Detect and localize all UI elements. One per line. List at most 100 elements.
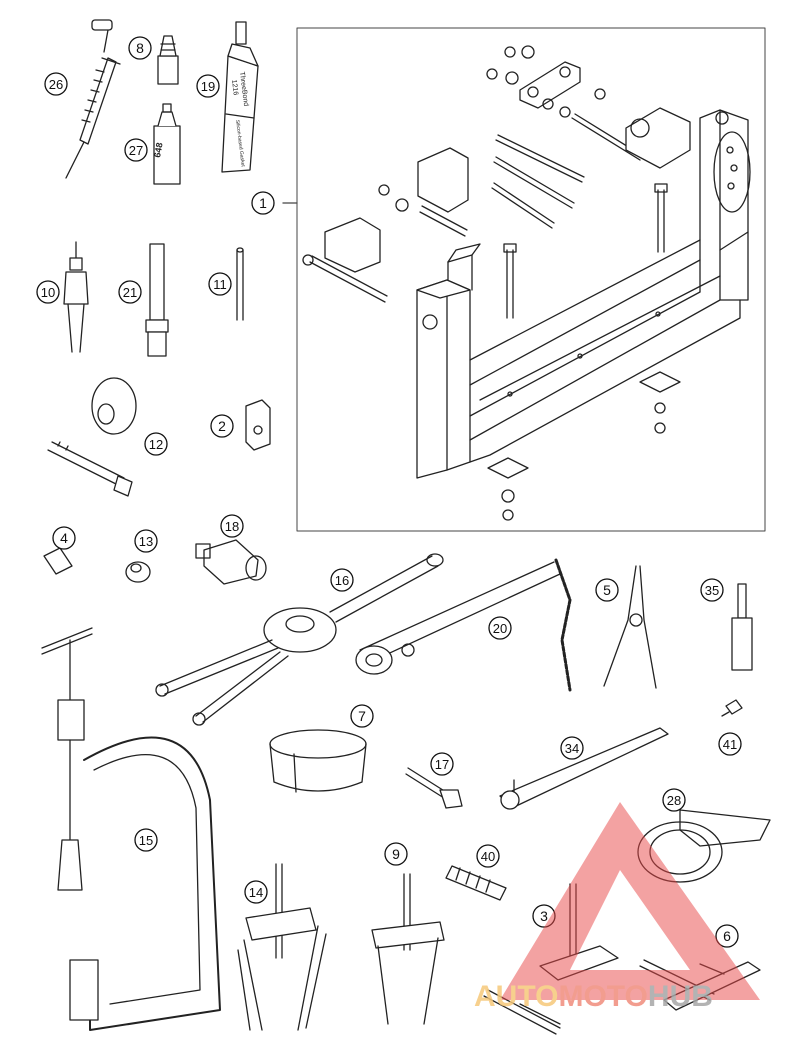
threebond-sealant-tube [221, 21, 259, 173]
callout-circle [251, 191, 275, 215]
callout-circle [384, 842, 408, 866]
callout-circle [134, 529, 158, 553]
callout-35: 35 [700, 578, 724, 602]
callout-number: 40 [481, 849, 495, 864]
nut-13 [125, 561, 151, 583]
callout-number: 18 [225, 519, 239, 534]
callout-circle [36, 280, 60, 304]
threebond-desc-text: Silicon-based Gasket [234, 120, 246, 168]
callout-number: 6 [723, 928, 731, 944]
callout-number: 4 [60, 530, 68, 546]
bearing-puller-14 [237, 863, 327, 1031]
callout-27: 27 [124, 138, 148, 162]
watermark-moto-text: MOTO [558, 980, 647, 1013]
part-callouts: 1234567891011121314151617181920212627283… [36, 36, 742, 948]
product-labels: ThreeBond 1216 Silicon-based Gasket 648 [152, 71, 249, 167]
screw-41 [721, 699, 743, 717]
watermark-hub-text: HUB [648, 980, 713, 1013]
punch-35 [731, 583, 753, 671]
threebond-brand-text: ThreeBond [238, 71, 249, 106]
callout-circle [700, 578, 724, 602]
callout-circle [560, 736, 584, 760]
puller-9 [371, 873, 445, 1025]
callout-19: 19 [196, 74, 220, 98]
callout-number: 12 [149, 437, 163, 452]
loctite-code-text: 648 [152, 142, 164, 159]
grease-syringe [65, 19, 121, 179]
puller-tool-10 [63, 241, 89, 353]
callout-11: 11 [208, 272, 232, 296]
callout-34: 34 [560, 736, 584, 760]
loctite-bottle [153, 103, 181, 185]
screwdriver-bit-17 [405, 767, 463, 809]
chain-wrench-20 [355, 558, 572, 692]
callout-28: 28 [662, 788, 686, 812]
callout-number: 13 [139, 534, 153, 549]
callout-circle [196, 74, 220, 98]
callout-number: 26 [49, 77, 63, 92]
engine-stand-frame-box [296, 27, 766, 532]
watermark-auto-text: AUTO [474, 980, 558, 1013]
callout-14: 14 [244, 880, 268, 904]
callout-circle [488, 616, 512, 640]
callout-16: 16 [330, 568, 354, 592]
callout-number: 9 [392, 846, 400, 862]
callout-13: 13 [134, 529, 158, 553]
small-adhesive-bottle [157, 35, 179, 85]
callout-number: 5 [603, 582, 611, 598]
callout-1: 1 [251, 191, 275, 215]
callout-40: 40 [476, 844, 500, 868]
callout-9: 9 [384, 842, 408, 866]
callout-circle [430, 752, 454, 776]
callout-circle [595, 578, 619, 602]
callout-15: 15 [134, 828, 158, 852]
callout-17: 17 [430, 752, 454, 776]
callout-2: 2 [210, 414, 234, 438]
callout-circle [134, 828, 158, 852]
callout-7: 7 [350, 704, 374, 728]
callout-circle [330, 568, 354, 592]
callout-20: 20 [488, 616, 512, 640]
callout-circle [350, 704, 374, 728]
callout-21: 21 [118, 280, 142, 304]
callout-number: 17 [435, 757, 449, 772]
callout-circle [718, 732, 742, 756]
callout-number: 1 [259, 195, 267, 211]
callout-number: 3 [540, 908, 548, 924]
pin-spanner-34 [499, 727, 669, 810]
callout-circle [128, 36, 152, 60]
callout-number: 14 [249, 885, 263, 900]
callout-number: 35 [705, 583, 719, 598]
callout-number: 11 [213, 277, 227, 292]
callout-26: 26 [44, 72, 68, 96]
callout-number: 15 [139, 833, 153, 848]
callout-circle [124, 138, 148, 162]
callout-number: 21 [123, 285, 137, 300]
callout-number: 19 [201, 79, 215, 94]
threebond-code-text: 1216 [230, 79, 239, 95]
callout-circle [144, 432, 168, 456]
callout-circle [662, 788, 686, 812]
callout-number: 7 [358, 708, 366, 724]
callout-circle [244, 880, 268, 904]
bolt-and-spacer-12 [47, 377, 137, 497]
engine-stand-assembly [282, 27, 766, 532]
callout-10: 10 [36, 280, 60, 304]
callout-circle [52, 526, 76, 550]
callout-number: 2 [218, 418, 226, 434]
callout-6: 6 [715, 924, 739, 948]
adapter-4 [43, 547, 73, 575]
callout-number: 8 [136, 40, 144, 56]
callout-41: 41 [718, 732, 742, 756]
callout-number: 41 [723, 737, 737, 752]
threaded-stud-40 [445, 865, 507, 901]
watermark-triangle [500, 802, 760, 1000]
callout-18: 18 [220, 514, 244, 538]
callout-circle [208, 272, 232, 296]
callout-5: 5 [595, 578, 619, 602]
callout-circle [220, 514, 244, 538]
clamping-ring-7 [269, 729, 367, 793]
callout-number: 27 [129, 143, 143, 158]
bracket-2 [245, 399, 271, 451]
callout-number: 20 [493, 621, 507, 636]
